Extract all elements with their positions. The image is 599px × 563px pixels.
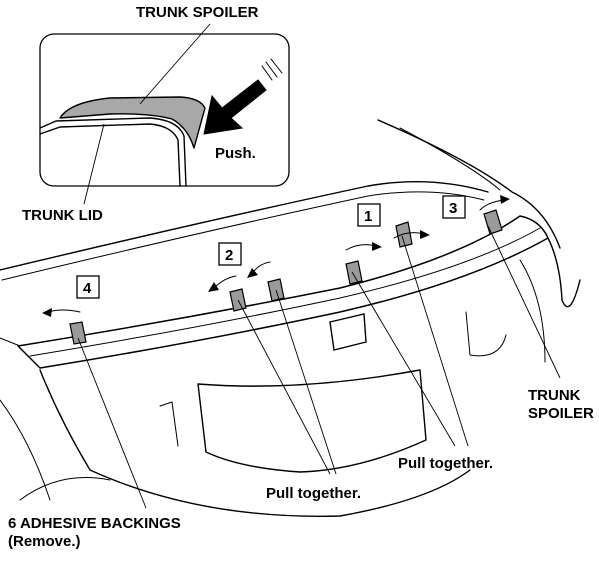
- step-number: 3: [449, 200, 457, 217]
- pull-arrowhead-icon: [42, 308, 52, 317]
- adhesive-tab: [69, 321, 87, 345]
- pull-arrow-icon: [47, 309, 81, 313]
- step-box-4: [76, 275, 100, 299]
- right-tail-lamp: [465, 311, 507, 357]
- left-bumper-detail: [159, 401, 179, 447]
- right-fender: [547, 237, 581, 308]
- step-number: 2: [225, 247, 233, 264]
- pull-arrowhead-icon: [247, 268, 258, 278]
- inset-push-label: Push.: [215, 145, 256, 162]
- adhesive-tabs: [69, 209, 503, 345]
- left-bumper-corner: [19, 477, 111, 501]
- inset-detail: Push.: [39, 33, 290, 187]
- pull-left-leader: [275, 289, 337, 475]
- adhesive-tab: [483, 209, 503, 235]
- push-arrow-icon: [203, 79, 267, 135]
- left-quarter: [0, 399, 51, 501]
- inset-trunk-lid-inner: [39, 123, 181, 187]
- backings-leader: [77, 337, 147, 509]
- pull-right-leader: [401, 235, 469, 447]
- push-motion-lines: [261, 58, 283, 81]
- spoiler-label-line1: TRUNK: [528, 387, 581, 404]
- pull-arrowhead-icon: [208, 282, 219, 292]
- right-quarter: [519, 259, 546, 363]
- trunk-lid-front-edge-2: [1, 191, 485, 281]
- leaders: [77, 225, 561, 509]
- pull-arrowhead-icon: [500, 195, 510, 204]
- pull-arrowhead-icon: [420, 230, 430, 239]
- trunk-lid-label: TRUNK LID: [22, 207, 103, 224]
- rear-bumper: [39, 369, 471, 517]
- pull-arrow-icon: [213, 275, 237, 289]
- rear-window-inner: [399, 127, 501, 191]
- left-spoiler-tip: [0, 337, 21, 347]
- pull-left-leader: [237, 299, 331, 475]
- pull-arrow-icon: [479, 199, 505, 211]
- pull-arrow-icon: [345, 244, 377, 251]
- spoiler-label-line2: SPOILER: [528, 405, 594, 422]
- pull-arrowhead-icon: [372, 242, 382, 251]
- inset-spoiler-leader: [139, 23, 211, 105]
- spoiler-leader: [487, 225, 561, 379]
- spoiler-crease: [29, 227, 541, 357]
- step-box-2: [218, 242, 242, 266]
- license-plate-recess: [197, 369, 427, 473]
- inset-trunk-lid-outer: [39, 117, 187, 187]
- step-markers: 1 2 3 4: [76, 195, 466, 299]
- adhesive-tab: [345, 260, 363, 285]
- step-number: 4: [83, 280, 92, 297]
- adhesive-backings-sublabel: (Remove.): [8, 533, 81, 550]
- pull-together-left-label: Pull together.: [266, 485, 361, 502]
- inset-spoiler-section: [59, 96, 206, 149]
- adhesive-tab: [395, 221, 413, 248]
- trunk-lid-front-edge: [0, 180, 489, 271]
- trunk-lid-leader: [83, 123, 105, 205]
- adhesive-backings-label: 6 ADHESIVE BACKINGS: [8, 515, 181, 532]
- pull-arrows: [42, 195, 510, 317]
- pull-together-right-label: Pull together.: [398, 455, 493, 472]
- emblem: [329, 313, 367, 351]
- inset-spoiler-label: TRUNK SPOILER: [136, 4, 259, 21]
- step-box-3: [442, 195, 466, 219]
- step-box-1: [357, 203, 381, 227]
- step-number: 1: [364, 208, 372, 225]
- pull-right-leader: [351, 271, 456, 447]
